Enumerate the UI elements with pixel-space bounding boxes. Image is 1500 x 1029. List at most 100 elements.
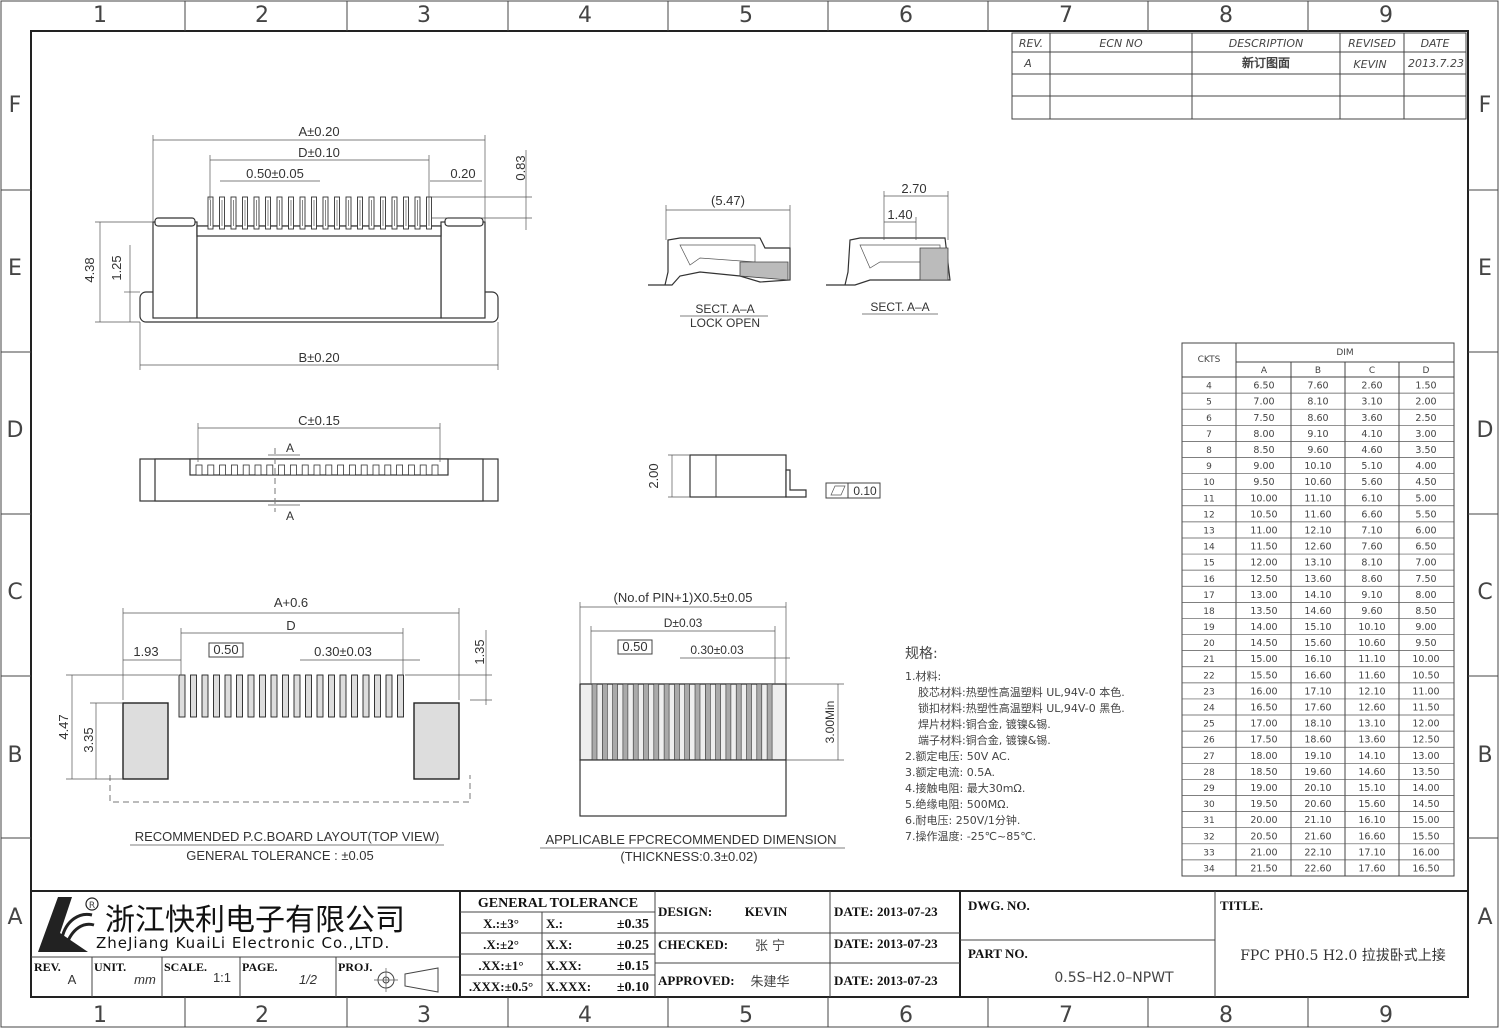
dim-cell: 11.00: [1250, 525, 1277, 536]
dim-cell: 17.60: [1358, 863, 1385, 874]
design-label: DESIGN:: [658, 904, 712, 919]
dim-cell: 1.50: [1415, 381, 1436, 392]
ckts-cell: 16: [1203, 575, 1215, 585]
pcb-pad: [247, 674, 255, 718]
front-pin: [396, 464, 404, 476]
pcb-pad: [259, 674, 266, 718]
company-name-cn: 浙江快利电子有限公司: [105, 903, 405, 938]
general-tolerance-title: GENERAL TOLERANCE: [478, 896, 638, 911]
dim-cell: 7.00: [1415, 558, 1436, 569]
dim-cell: 17.10: [1358, 847, 1385, 858]
tolerance-angle: .XXX:±0.5°: [469, 979, 533, 994]
dim-side-height: 2.00: [646, 463, 661, 488]
checked-value: 张 宁: [755, 938, 785, 954]
dim-col-header: B: [1315, 366, 1321, 376]
pcb-dim-width: 0.30±0.03: [314, 644, 372, 659]
dim-cell: 7.60: [1307, 381, 1328, 392]
dim-cell: 3.10: [1361, 397, 1382, 408]
zone-col-top: 8: [1219, 3, 1233, 28]
dim-cell: 20.60: [1304, 799, 1331, 810]
dim-cell: 11.60: [1358, 670, 1385, 681]
pcb-pad: [282, 674, 289, 718]
spec-line: 锁扣材料:热塑性高温塑料 UL,94V-0 黑色.: [918, 701, 1125, 715]
front-pin: [325, 464, 333, 476]
top-view: A±0.20 D±0.10 0.50±0.05 0.20 0.83 4.38 1…: [82, 124, 532, 370]
dim-cell: 11.60: [1304, 509, 1331, 520]
dim-cell: 9.50: [1415, 638, 1436, 649]
pcb-pad: [201, 674, 209, 718]
dim-cell: 9.00: [1415, 622, 1436, 633]
dim-cell: 7.50: [1253, 413, 1274, 424]
zone-row-left: F: [9, 93, 22, 118]
approved-label: APPROVED:: [658, 973, 735, 988]
pcb-pad: [224, 674, 232, 718]
zone-col-bottom: 9: [1379, 1003, 1393, 1028]
revision-table: REV. ECN NO DESCRIPTION REVISED DATE A 新…: [1011, 32, 1467, 120]
zone-col-top: 4: [578, 3, 592, 28]
dim-cell: 6.50: [1415, 542, 1436, 553]
dim-cell: 13.00: [1250, 590, 1277, 601]
zone-col-bottom: 2: [255, 1003, 269, 1028]
ckts-cell: 18: [1203, 607, 1215, 617]
dim-cell: 9.60: [1361, 606, 1382, 617]
dim-cell: 19.10: [1304, 751, 1331, 762]
dim-cell: 19.50: [1250, 799, 1277, 810]
pcb-pad: [293, 674, 301, 718]
flatness-value: 0.10: [853, 484, 877, 498]
scale-value: 1:1: [213, 970, 231, 985]
ckts-cell: 29: [1203, 784, 1215, 794]
dim-col-header: D: [1423, 366, 1430, 376]
dim-cell: 9.10: [1307, 429, 1328, 440]
section-lock-open: (5.47) SECT. A–A LOCK OPEN: [648, 193, 791, 330]
ckts-cell: 15: [1203, 559, 1214, 569]
pcb-pad: [190, 674, 197, 718]
flatness-icon: [830, 485, 846, 496]
rev-value: A: [68, 972, 77, 987]
dim-cell: 10.60: [1358, 638, 1385, 649]
dim-cell: 11.00: [1412, 686, 1439, 697]
ckts-cell: 19: [1203, 623, 1215, 633]
dim-cell: 12.60: [1358, 703, 1385, 714]
dim-cell: 3.50: [1415, 445, 1436, 456]
dim-cell: 14.60: [1358, 767, 1385, 778]
dim-cell: 12.10: [1358, 686, 1385, 697]
dim-cell: 6.00: [1415, 525, 1436, 536]
fpc-contact: [622, 683, 629, 771]
tolerance-value: ±0.35: [617, 917, 649, 932]
dim-cell: 15.60: [1358, 799, 1385, 810]
tolerance-angle: .XX:±1°: [478, 958, 523, 973]
date-label-3: DATE:: [834, 973, 873, 988]
front-pin: [242, 464, 250, 476]
dim-cell: 5.50: [1415, 509, 1436, 520]
title-value: FPC PH0.5 H2.0 拉拔卧式上接: [1240, 947, 1446, 964]
fpc-contact: [746, 683, 752, 771]
fpc-contact: [715, 683, 721, 771]
dim-cell: 10.50: [1412, 670, 1439, 681]
dim-cell: 17.60: [1304, 703, 1331, 714]
zone-row-right: E: [1478, 256, 1492, 281]
zone-row-left: A: [7, 905, 22, 930]
dim-cell: 2.50: [1415, 413, 1436, 424]
dim-cell: 19.00: [1250, 783, 1277, 794]
ckts-cell: 33: [1203, 848, 1214, 858]
ckts-cell: 22: [1203, 671, 1214, 681]
front-pin: [230, 464, 238, 476]
front-pin: [219, 464, 227, 476]
spec-line: 1.材料:: [905, 669, 941, 683]
dim-sect-1: 2.70: [901, 181, 926, 196]
zone-col-bottom: 1: [93, 1003, 107, 1028]
ckts-cell: 21: [1203, 655, 1214, 665]
pcb-dim-d: D: [286, 618, 295, 633]
section-label-open: SECT. A–A: [695, 302, 754, 316]
dim-cell: 22.60: [1304, 863, 1331, 874]
pcb-dim-a: A+0.6: [274, 595, 308, 610]
dim-cell: 14.10: [1358, 751, 1385, 762]
spec-line: 4.接触电阻: 最大30mΩ.: [905, 781, 1025, 795]
zone-col-bottom: 4: [578, 1003, 592, 1028]
pcb-dim-offset: 1.93: [133, 644, 158, 659]
front-pin: [337, 464, 345, 476]
ckts-cell: 14: [1203, 543, 1215, 553]
dim-header: DIM: [1336, 348, 1353, 358]
tolerance-angle: .X:±2°: [483, 937, 519, 952]
